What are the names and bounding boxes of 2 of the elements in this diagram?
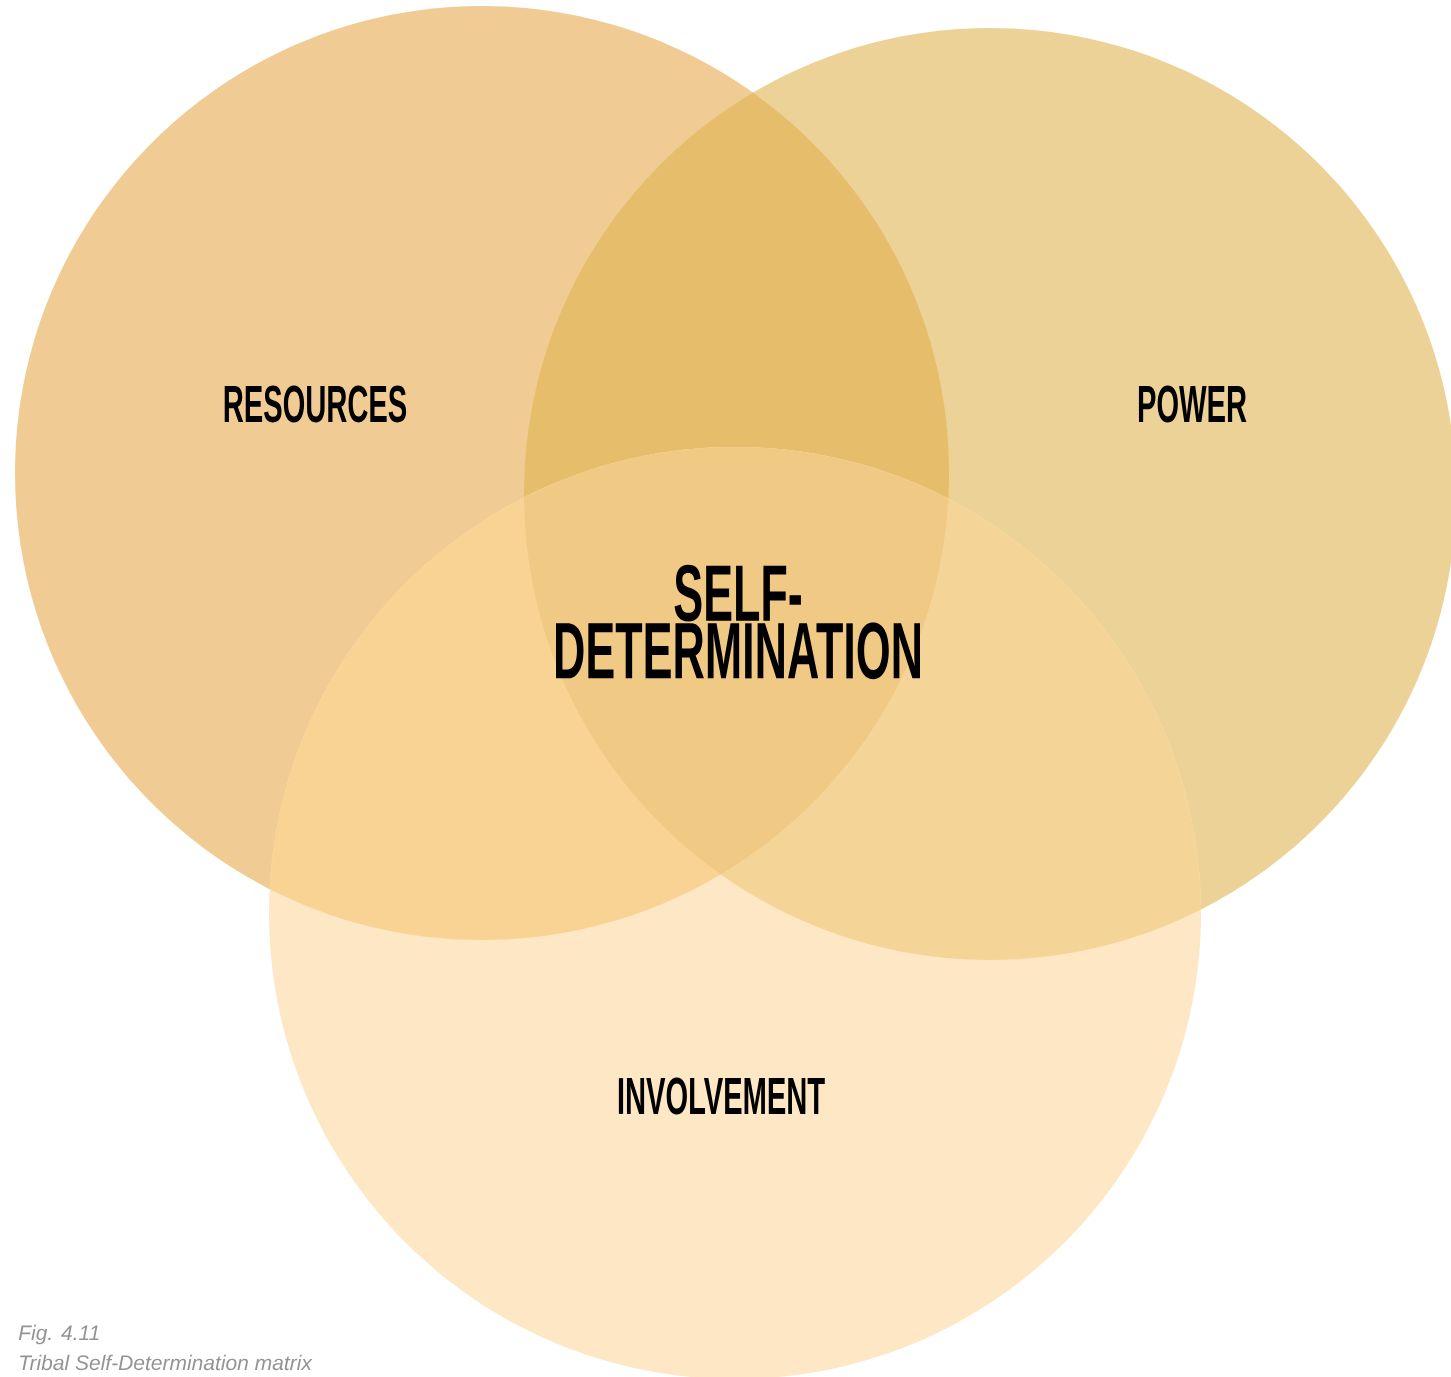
caption-text: Fig. 4.11: [18, 1324, 99, 1345]
center-title: SELF-DETERMINATION: [556, 564, 920, 680]
